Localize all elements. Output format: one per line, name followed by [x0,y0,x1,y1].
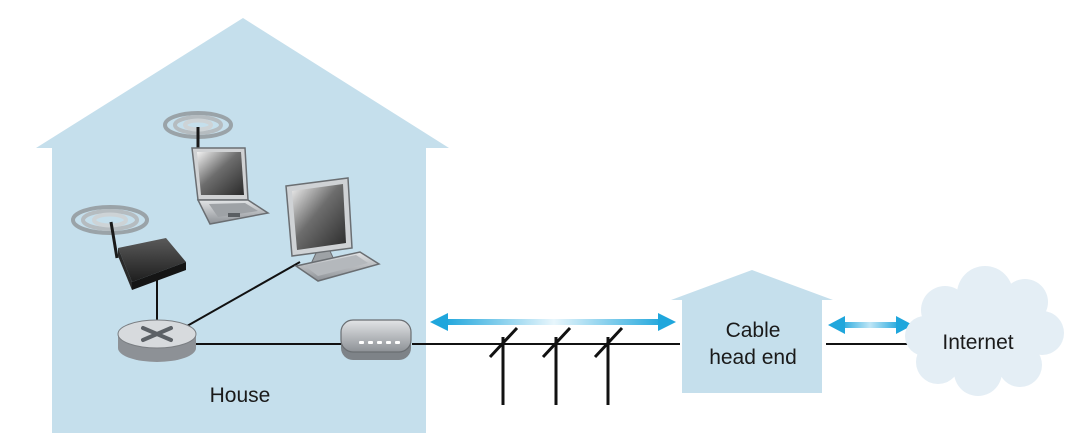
internet-label: Internet [942,331,1014,354]
desktop-computer-icon [285,177,381,282]
router-desktop-link [179,261,301,331]
laptop-icon [163,111,270,225]
bidirectional-arrow [430,313,676,331]
cable-head-end-label-line2: head end [709,346,797,369]
cloud-icon [905,266,1064,396]
utility-pole-icon [488,326,519,405]
house-label: House [209,384,271,407]
cable-head-end-building [671,270,833,393]
utility-pole-icon [541,326,572,405]
cable-head-end-label: Cable [725,319,781,342]
bidirectional-arrow [828,316,913,334]
utility-pole-icon [593,326,624,405]
wifi-access-point-icon [71,205,186,290]
cable-modem-icon [340,319,412,360]
router-icon [117,319,197,362]
